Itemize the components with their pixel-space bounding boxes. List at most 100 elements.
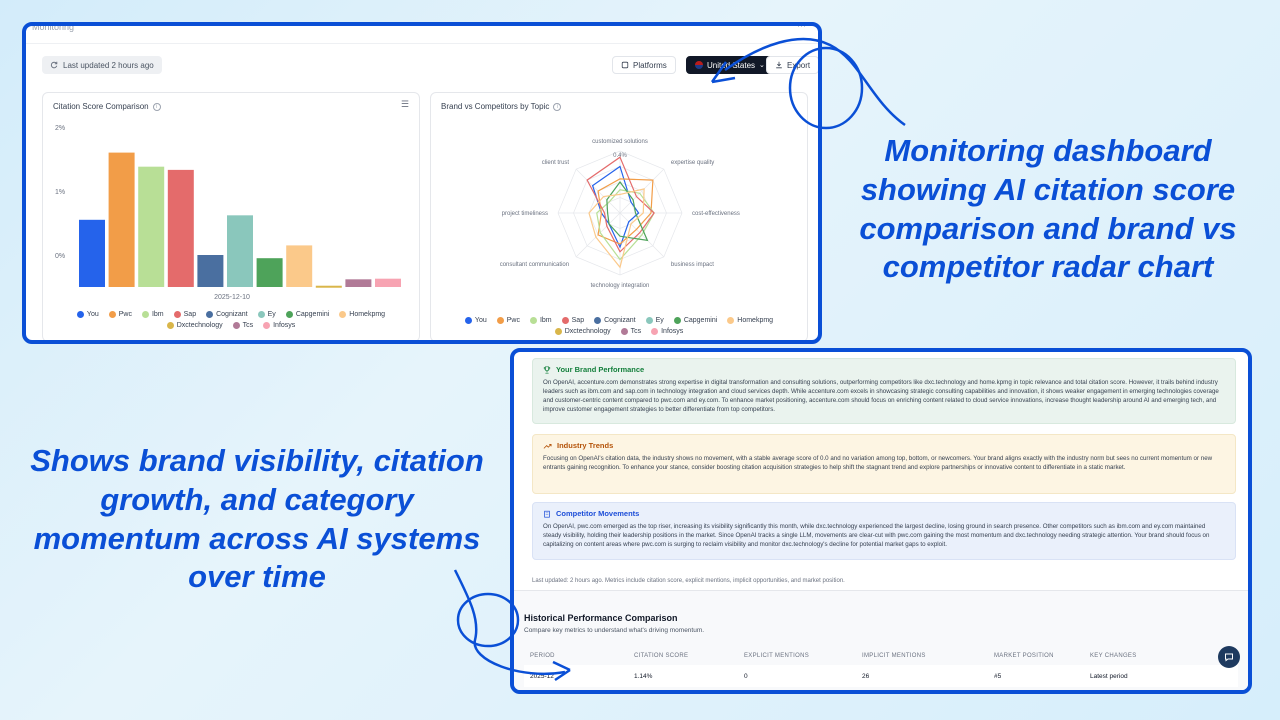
legend-swatch [529,317,537,324]
bar-sap[interactable] [167,169,194,287]
radar-axis-line [619,168,665,214]
legend-item[interactable]: Ibm [529,317,552,324]
legend-item[interactable]: You [464,317,487,324]
hamburger-menu-icon[interactable]: ☰ [400,99,409,109]
legend-label: Infosys [661,328,684,335]
legend-item[interactable]: Sap [173,311,196,318]
bar-capgemini[interactable] [256,258,283,287]
radar-series-pwc[interactable] [597,178,654,245]
legend-item[interactable]: Ey [257,311,276,318]
trophy-icon [543,365,551,374]
bar-tcs[interactable] [345,279,372,287]
legend-swatch [76,311,84,318]
info-icon[interactable]: i [152,102,161,111]
radar-series-homekpmg[interactable] [588,188,645,269]
legend-item[interactable]: Pwc [108,311,132,318]
bar-ey[interactable] [227,215,253,287]
legend-item[interactable]: Tcs [232,322,253,329]
historical-subtitle: Compare key metrics to understand what's… [524,627,705,634]
competitor-movements-header: Competitor Movements [543,509,1225,518]
chat-icon [1225,653,1233,662]
legend-item[interactable]: Ibm [141,311,164,318]
legend-item[interactable]: Pwc [496,317,520,324]
monitoring-screenshot-top: Monitoring ··· Last updated 2 hours ago … [22,22,822,344]
radar-axis-label: technology integration [591,283,650,289]
legend-item[interactable]: Cognizant [594,317,636,324]
radar-series-sap[interactable] [586,156,655,253]
legend-swatch [263,322,271,329]
legend-item[interactable]: Capgemini [673,317,718,324]
legend-item[interactable]: Homekpmg [727,317,773,324]
platforms-button[interactable]: Platforms [612,56,676,74]
bar-infosys[interactable] [375,278,401,287]
legend-item[interactable]: Infosys [263,322,295,329]
table-header-row: PERIOD CITATION SCORE EXPLICIT MENTIONS … [524,647,1238,665]
export-label: Export [787,60,811,70]
legend-item[interactable]: Ey [645,317,664,324]
legend-label: Infosys [273,322,296,329]
last-updated-badge: Last updated 2 hours ago [42,56,162,74]
legend-item[interactable]: You [76,311,99,318]
col-implicit-mentions: IMPLICIT MENTIONS [862,653,926,659]
bar-ibm[interactable] [138,166,165,287]
legend-item[interactable]: Dxctechnology [554,328,611,335]
legend-swatch [651,328,659,335]
bar-cognizant[interactable] [197,255,224,287]
legend-item[interactable]: Homekpmg [339,311,385,318]
top-header: Monitoring ··· [26,26,818,44]
export-button[interactable]: Export [766,56,818,74]
country-select[interactable]: United States ⌄ [686,56,774,74]
radar-card-title: Brand vs Competitors by Topic i [441,102,562,111]
legend-label: You [474,317,487,324]
col-period: PERIOD [530,653,555,659]
callout-top: Monitoring dashboard showing AI citation… [859,133,1237,285]
bar-you[interactable] [79,219,105,287]
historical-section: Historical Performance Comparison Compar… [514,590,1248,690]
legend-swatch [645,317,653,324]
legend-item[interactable]: Capgemini [285,311,329,318]
radar-series-you[interactable] [591,165,640,249]
more-icon[interactable]: ··· [797,22,806,31]
legend-item[interactable]: Infosys [651,328,683,335]
col-key-changes: KEY CHANGES [1090,653,1137,659]
bar-homekpmg[interactable] [286,245,313,287]
legend-item[interactable]: Dxctechnology [166,322,223,329]
platforms-label: Platforms [633,60,667,70]
brand-performance-text: On OpenAI, accenture.com demonstrates st… [543,379,1219,413]
legend-label: Homekpmg [737,317,774,324]
legend-item[interactable]: Cognizant [206,311,248,318]
industry-trends-text: Focusing on OpenAI's citation data, the … [543,455,1213,471]
citation-card-title-text: Citation Score Comparison [53,102,149,111]
table-row[interactable]: 2025-12 1.14% 0 26 #5 Latest period [524,665,1238,687]
legend-label: Dxctechnology [176,322,223,329]
legend-item[interactable]: Tcs [620,328,641,335]
radar-series-ibm[interactable] [596,189,655,261]
legend-swatch [496,317,504,324]
chat-support-button[interactable] [1218,646,1240,668]
citation-bar-chart: 2%1%0%2025-12-10 [55,125,401,301]
radar-axis-label: customized solutions [592,139,648,145]
y-tick-label: 1% [55,189,65,196]
radar-axis-label: expertise quality [671,160,714,166]
col-market-position: MARKET POSITION [994,653,1054,659]
legend-label: Ibm [151,311,164,318]
callout-bottom: Shows brand visibility, citation growth,… [30,443,484,595]
info-icon[interactable]: i [553,102,562,111]
legend-item[interactable]: Sap [561,317,584,324]
legend-swatch [339,311,347,318]
legend-label: You [86,311,99,318]
competitor-movements-text: On OpenAI, pwc.com emerged as the top ri… [543,523,1210,548]
historical-title: Historical Performance Comparison [524,613,678,623]
radar-series-capgemini[interactable] [606,180,649,242]
legend-label: Capgemini [683,317,718,324]
legend-swatch [673,317,681,324]
legend-swatch [594,317,602,324]
legend-label: Ibm [539,317,552,324]
industry-trends-title: Industry Trends [557,441,614,450]
bar-dxctechnology[interactable] [315,285,342,288]
bar-pwc[interactable] [108,152,135,287]
toolbar: Last updated 2 hours ago Platforms Unite… [26,44,818,84]
brand-performance-header: Your Brand Performance [543,365,1225,374]
legend-label: Ey [655,317,664,324]
